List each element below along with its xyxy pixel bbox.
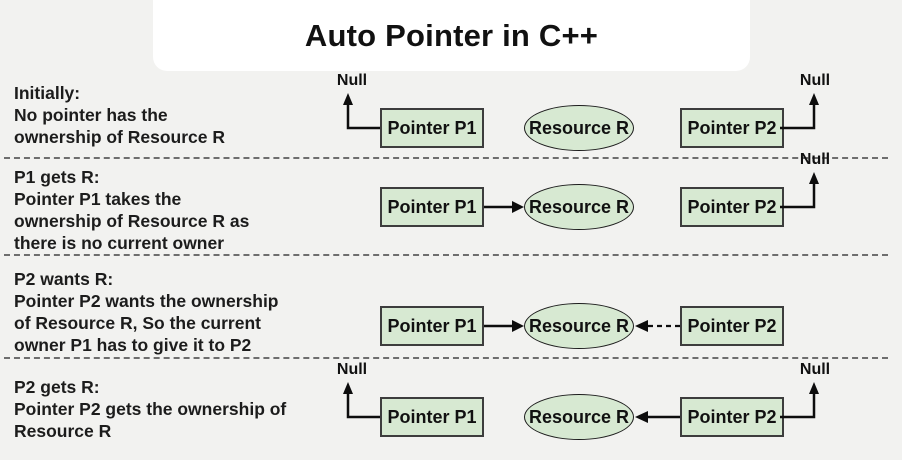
section-divider <box>4 254 888 256</box>
null-label: Null <box>799 361 831 378</box>
row-initially-caption: Initially: No pointer has the ownership … <box>14 82 225 148</box>
pointer-p2-box: Pointer P2 <box>680 397 784 437</box>
row-caption-line: owner P1 has to give it to P2 <box>14 335 252 355</box>
null-label: Null <box>336 72 368 89</box>
p1-owns-r-arrow <box>484 201 524 213</box>
p2-requests-r-dashed-arrow <box>635 320 680 332</box>
row-caption-line: ownership of Resource R as <box>14 211 250 231</box>
row-caption-line: there is no current owner <box>14 233 225 253</box>
resource-r-ellipse: Resource R <box>524 105 634 151</box>
pointer-p2-label: Pointer P2 <box>687 315 777 336</box>
null-label: Null <box>336 361 368 378</box>
null-arrow-left <box>343 93 384 130</box>
pointer-p2-box: Pointer P2 <box>680 187 784 227</box>
resource-r-ellipse: Resource R <box>524 303 634 349</box>
p2-owns-r-arrow <box>635 411 680 423</box>
pointer-p2-label: Pointer P2 <box>687 196 777 217</box>
pointer-p1-box: Pointer P1 <box>380 397 484 437</box>
section-divider <box>4 157 888 159</box>
row-caption-heading: P2 wants R: <box>14 269 114 289</box>
row-caption-line: of Resource R, So the current <box>14 313 261 333</box>
row-caption-line: ownership of Resource R <box>14 127 226 147</box>
pointer-p2-box: Pointer P2 <box>680 108 784 148</box>
page-title: Auto Pointer in C++ <box>304 17 599 53</box>
p1-owns-r-arrow <box>484 320 524 332</box>
null-label: Null <box>799 72 831 89</box>
row-caption-heading: P1 gets R: <box>14 167 100 187</box>
title-box: Auto Pointer in C++ <box>153 0 750 71</box>
null-label: Null <box>799 151 831 168</box>
row-p1-gets-r-caption: P1 gets R: Pointer P1 takes the ownershi… <box>14 166 249 254</box>
row-p2-wants-r-caption: P2 wants R: Pointer P2 wants the ownersh… <box>14 268 279 356</box>
pointer-p1-label: Pointer P1 <box>387 196 477 217</box>
row-caption-line: Resource R <box>14 421 112 441</box>
row-caption-heading: Initially: <box>14 83 81 103</box>
row-caption-line: Pointer P2 wants the ownership <box>14 291 279 311</box>
pointer-p2-box: Pointer P2 <box>680 306 784 346</box>
row-caption-heading: P2 gets R: <box>14 377 100 397</box>
resource-r-label: Resource R <box>528 196 630 217</box>
row-caption-line: Pointer P2 gets the ownership of <box>14 399 287 419</box>
resource-r-label: Resource R <box>528 406 630 427</box>
pointer-p2-label: Pointer P2 <box>687 117 777 138</box>
pointer-p1-label: Pointer P1 <box>387 406 477 427</box>
pointer-p1-label: Pointer P1 <box>387 315 477 336</box>
pointer-p2-label: Pointer P2 <box>687 406 777 427</box>
pointer-p1-label: Pointer P1 <box>387 117 477 138</box>
pointer-p1-box: Pointer P1 <box>380 108 484 148</box>
resource-r-label: Resource R <box>528 315 630 336</box>
pointer-p1-box: Pointer P1 <box>380 187 484 227</box>
resource-r-label: Resource R <box>528 117 630 138</box>
pointer-p1-box: Pointer P1 <box>380 306 484 346</box>
row-p2-gets-r-caption: P2 gets R: Pointer P2 gets the ownership… <box>14 376 286 442</box>
row-caption-line: No pointer has the <box>14 105 168 125</box>
null-arrow-left <box>343 382 384 419</box>
row-caption-line: Pointer P1 takes the <box>14 189 182 209</box>
null-arrow-right <box>780 93 819 130</box>
null-arrow-right <box>780 382 819 419</box>
resource-r-ellipse: Resource R <box>524 394 634 440</box>
null-arrow-right <box>780 172 819 209</box>
section-divider <box>4 357 888 359</box>
resource-r-ellipse: Resource R <box>524 184 634 230</box>
